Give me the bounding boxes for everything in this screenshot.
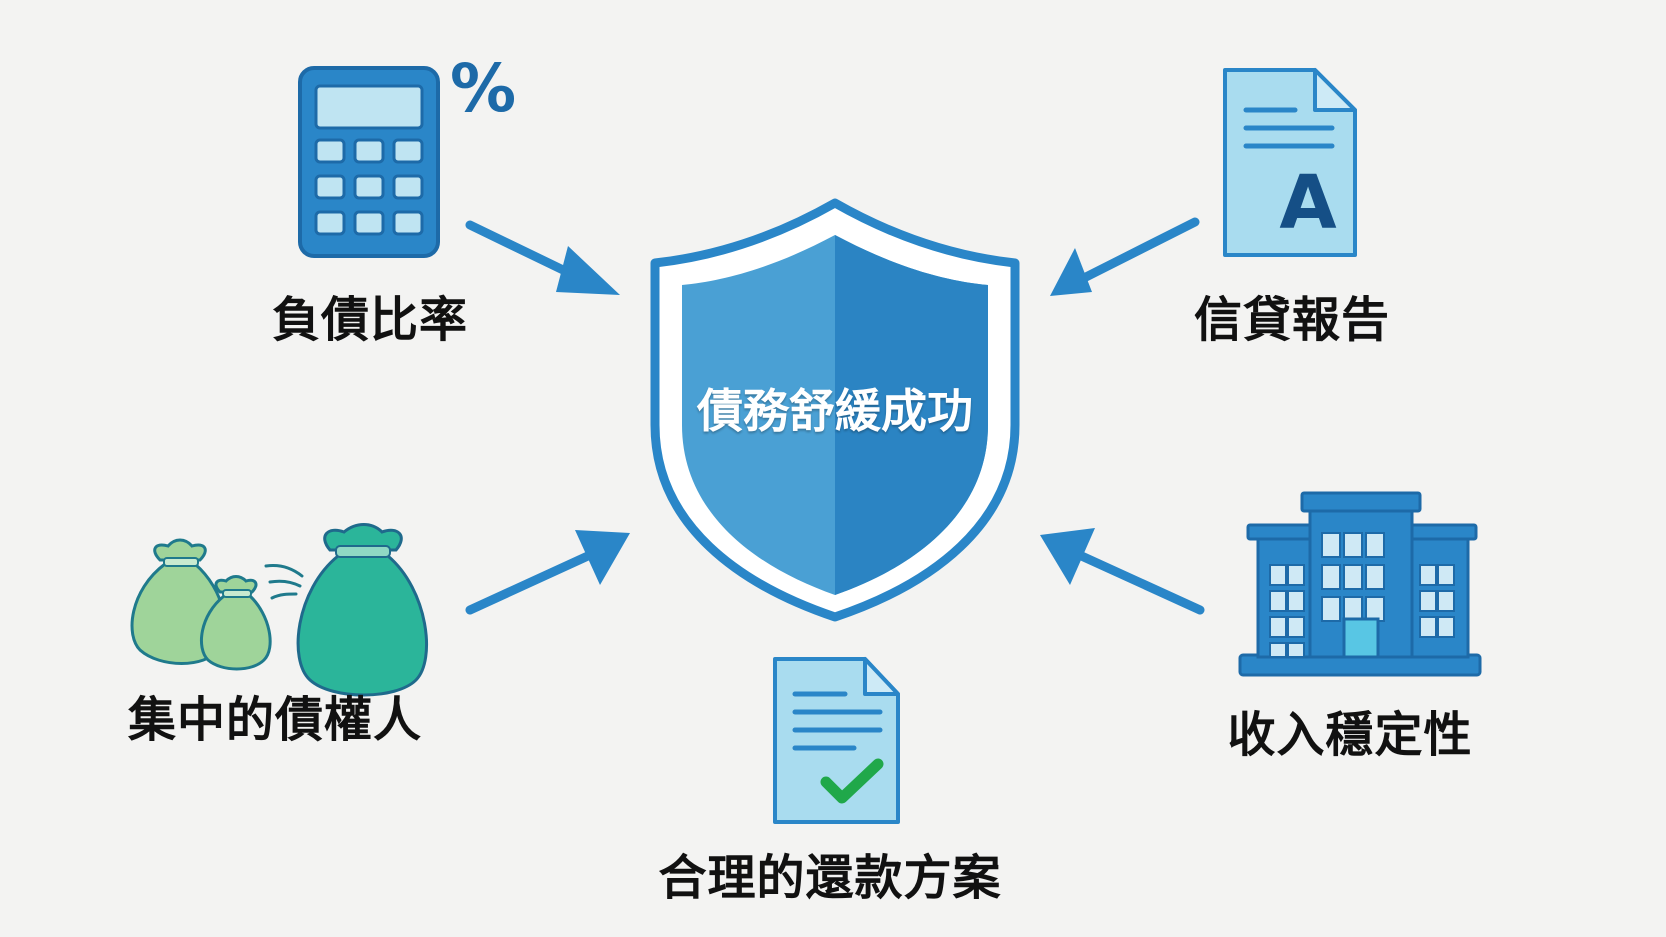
money-bags-icon: [130, 523, 428, 697]
node-label: 集中的債權人: [127, 692, 422, 748]
arrow-debt-ratio: [465, 220, 620, 295]
arrow-income-stability: [1040, 528, 1205, 615]
node-credit-report: A 信貸報告: [1180, 60, 1410, 348]
percent-badge: %: [450, 50, 517, 127]
node-debt-ratio: % 負債比率: [250, 50, 530, 348]
node-label: 合理的還款方案: [658, 850, 1002, 906]
node-income-stability: 收入穩定性: [1227, 485, 1482, 763]
center-shield: 債務舒緩成功: [640, 195, 1030, 625]
node-label: 負債比率: [271, 292, 468, 348]
arrow-credit-report: [1050, 217, 1200, 296]
office-building-icon: [1238, 491, 1482, 677]
node-repayment-plan: 合理的還款方案: [640, 650, 1020, 910]
node-label: 收入穩定性: [1227, 707, 1473, 763]
calculator-percent-icon: [298, 66, 440, 258]
document-grade-a-icon: [1223, 68, 1357, 257]
shield-icon: [650, 198, 1020, 622]
node-label: 信貸報告: [1193, 292, 1390, 348]
check-icon: [820, 758, 884, 804]
node-consolidated-creditors: 集中的債權人: [120, 520, 440, 780]
arrow-consolidated-creditors: [465, 530, 630, 615]
grade-badge: A: [1279, 160, 1337, 246]
center-title: 債務舒緩成功: [697, 384, 973, 438]
document-checkmark-icon: [773, 657, 900, 824]
